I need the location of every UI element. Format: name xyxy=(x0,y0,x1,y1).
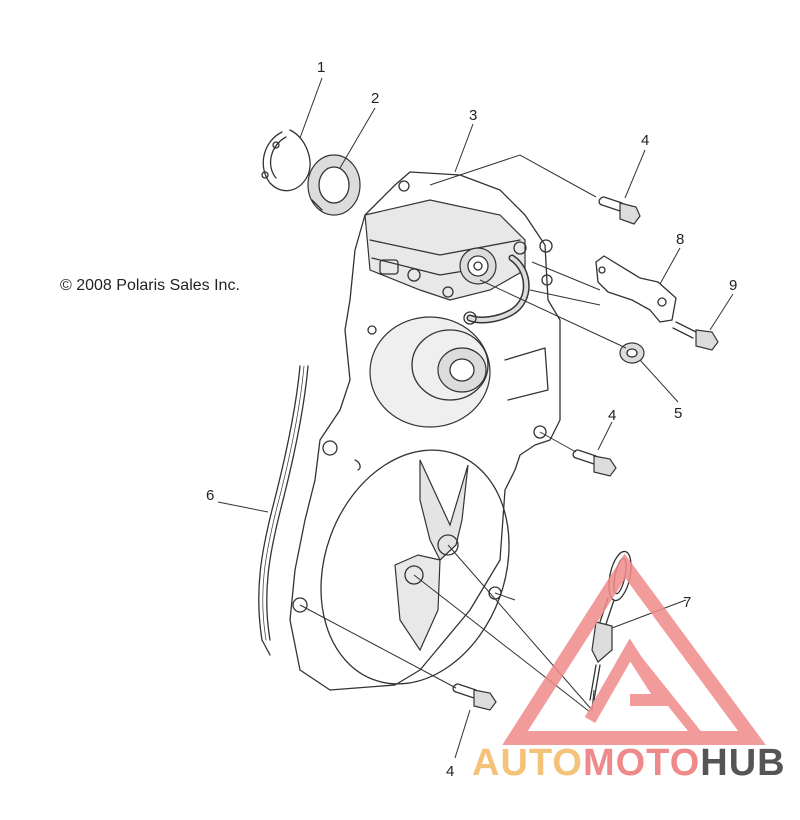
watermark-text-hub: HUB xyxy=(700,742,785,784)
callout-4-middle: 4 xyxy=(608,407,616,424)
callout-1: 1 xyxy=(317,59,325,76)
callout-8: 8 xyxy=(676,231,684,248)
part-4-bolt-middle xyxy=(572,449,617,477)
callout-4-bottom: 4 xyxy=(446,763,454,780)
part-3-chaincase-housing xyxy=(289,171,561,691)
callout-6: 6 xyxy=(206,487,214,504)
callout-5: 5 xyxy=(674,405,682,422)
watermark-logo xyxy=(502,553,766,745)
part-4-bolt-top xyxy=(598,196,641,225)
callout-4-top: 4 xyxy=(641,132,649,149)
leader-lines xyxy=(217,77,734,759)
part-4-bolt-bottom xyxy=(452,683,497,711)
watermark-text: AUTOMOTOHUB xyxy=(472,742,786,784)
watermark-text-auto: AUTO xyxy=(472,742,583,784)
callout-2: 2 xyxy=(371,90,379,107)
callout-9: 9 xyxy=(729,277,737,294)
part-8-bracket xyxy=(595,255,677,323)
part-9-screw xyxy=(672,321,719,351)
callout-7: 7 xyxy=(683,594,691,611)
callout-3: 3 xyxy=(469,107,477,124)
watermark-text-moto: MOTO xyxy=(583,742,700,784)
copyright-text: © 2008 Polaris Sales Inc. xyxy=(60,277,240,294)
part-1-retaining-ring xyxy=(261,129,311,192)
part-2-seal xyxy=(307,154,361,216)
part-6-gasket xyxy=(258,365,309,656)
